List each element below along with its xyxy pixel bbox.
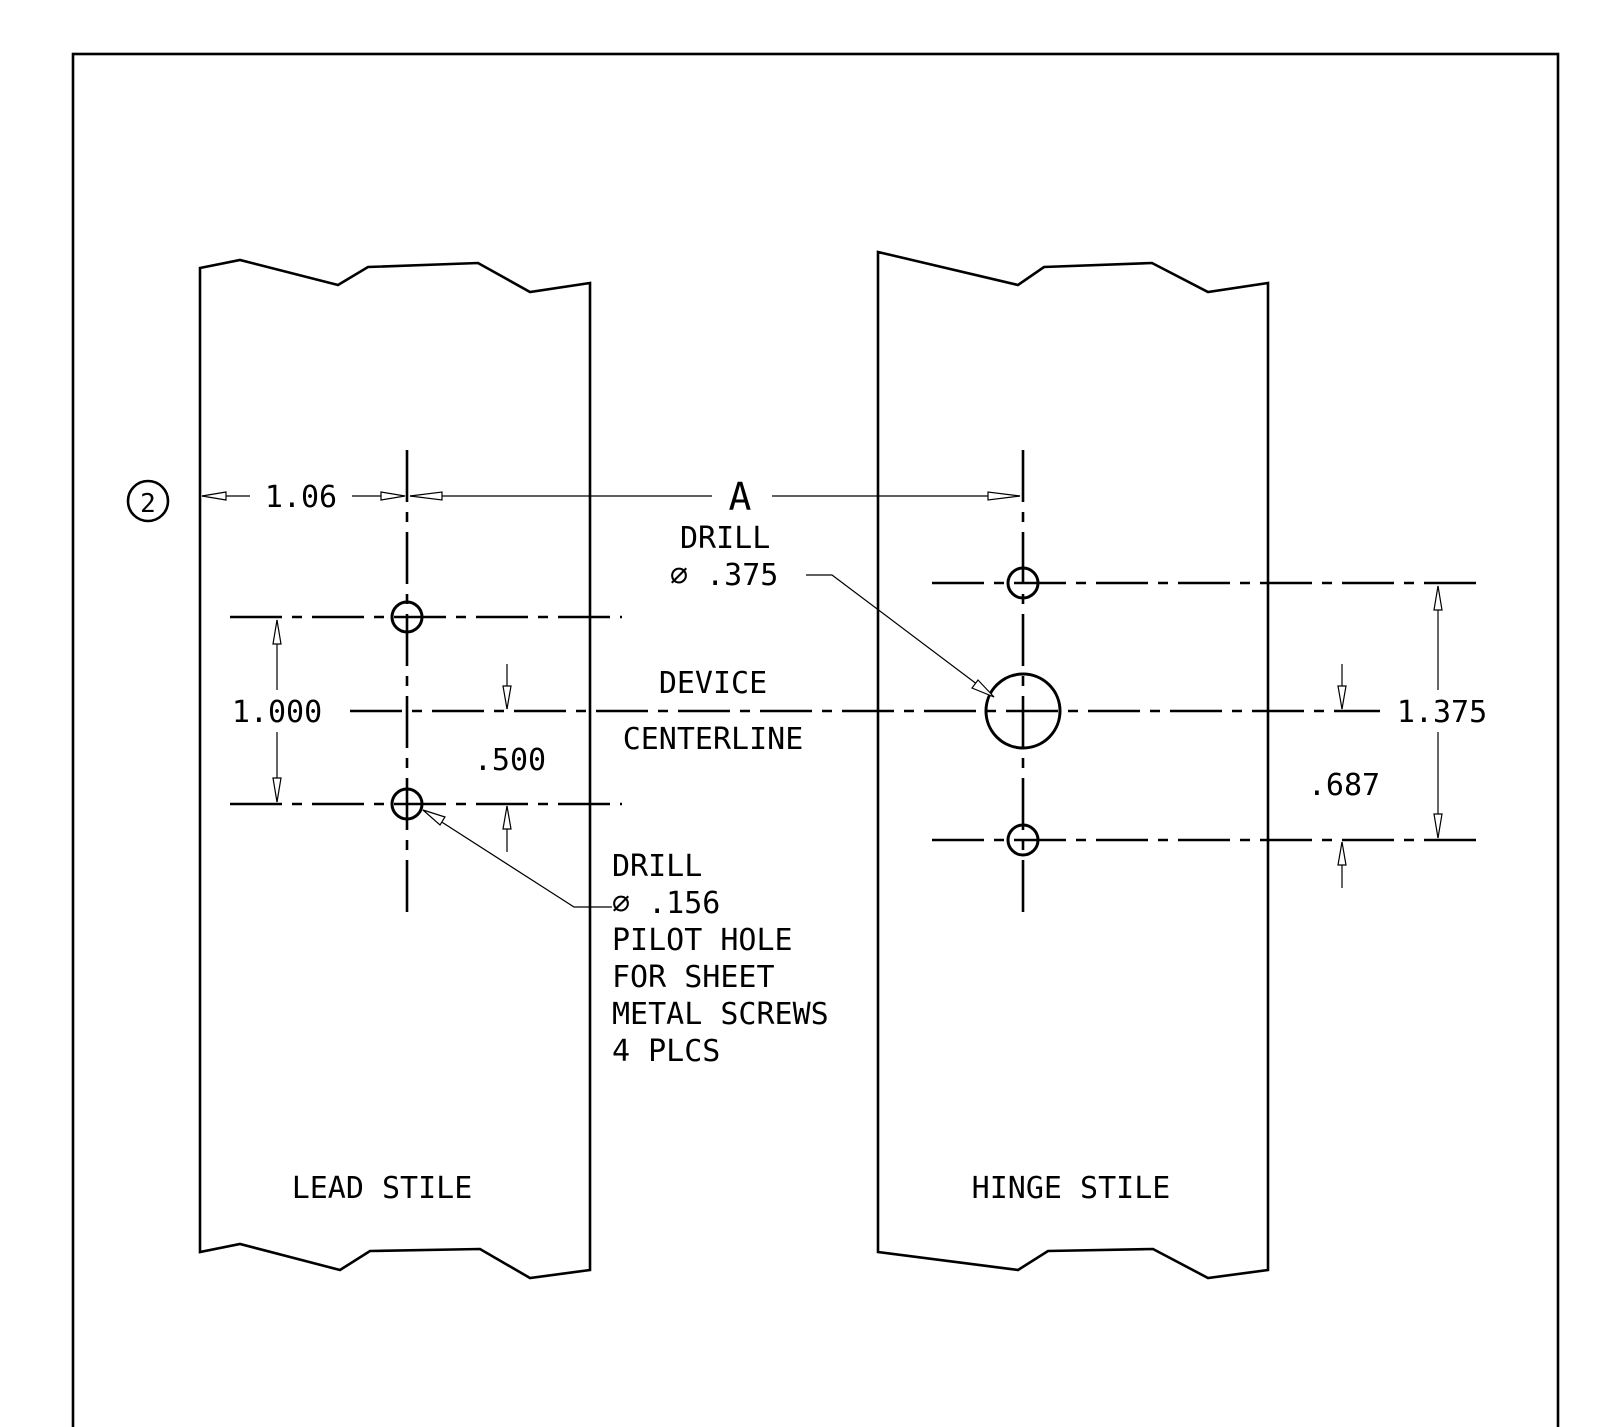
span-dim-arrow-left (409, 491, 443, 501)
span-dim-arrow-right (987, 491, 1021, 501)
lead-bottom-pilot-hole (390, 787, 424, 821)
lead-spacing-arrow-top (272, 619, 282, 645)
lead-top-pilot-hole (390, 600, 424, 634)
hinge-stile-outline (876, 250, 1270, 1280)
hinge-stile-label: HINGE STILE (972, 1171, 1171, 1206)
hinge-half-arrow-top (1337, 685, 1347, 710)
large-hole-note-line2: ⌀ .375 (670, 558, 778, 593)
hinge-spacing-arrow-top (1433, 585, 1443, 611)
pilot-note-line5: METAL SCREWS (612, 997, 829, 1032)
device-drill-hole (984, 672, 1062, 750)
pilot-note-line4: FOR SHEET (612, 960, 775, 995)
offset-dim-label: 1.06 (265, 480, 337, 515)
large-hole-note-line1: DRILL (680, 521, 770, 556)
pilot-note-line3: PILOT HOLE (612, 923, 793, 958)
pilot-note-line6: 4 PLCS (612, 1034, 720, 1069)
lead-spacing-arrow-bottom (272, 777, 282, 803)
hinge-half-arrow-bottom (1337, 841, 1347, 866)
hinge-spacing-dim-label: 1.375 (1397, 695, 1487, 730)
hinge-half-dim-label: .687 (1308, 768, 1380, 803)
reference-marker-text: 2 (140, 489, 156, 519)
lead-spacing-dim-label: 1.000 (232, 695, 322, 730)
lead-half-dim-label: .500 (474, 743, 546, 778)
hinge-bottom-pilot-hole (1006, 823, 1040, 857)
sheet-border (71, 52, 1560, 1427)
lead-stile-outline (198, 258, 592, 1280)
hinge-spacing-arrow-bottom (1433, 813, 1443, 839)
lead-stile-label: LEAD STILE (292, 1171, 473, 1206)
centerline-label-line1: DEVICE (659, 666, 767, 701)
offset-dim-arrow-left (201, 491, 227, 501)
pilot-note-line1: DRILL (612, 849, 702, 884)
lead-half-arrow-bottom (502, 805, 512, 830)
reference-marker-circle (126, 479, 170, 523)
span-dim-label: A (729, 475, 752, 519)
centerline-label-line2: CENTERLINE (623, 722, 804, 757)
pilot-hole-leader (422, 809, 612, 908)
hinge-top-pilot-hole (1006, 566, 1040, 600)
lead-half-arrow-top (502, 685, 512, 710)
pilot-note-line2: ⌀ .156 (612, 886, 720, 921)
large-hole-leader-arrow (971, 679, 995, 698)
offset-dim-arrow-right (380, 491, 406, 501)
pilot-hole-leader-arrow (422, 809, 446, 826)
large-hole-leader (806, 574, 995, 698)
